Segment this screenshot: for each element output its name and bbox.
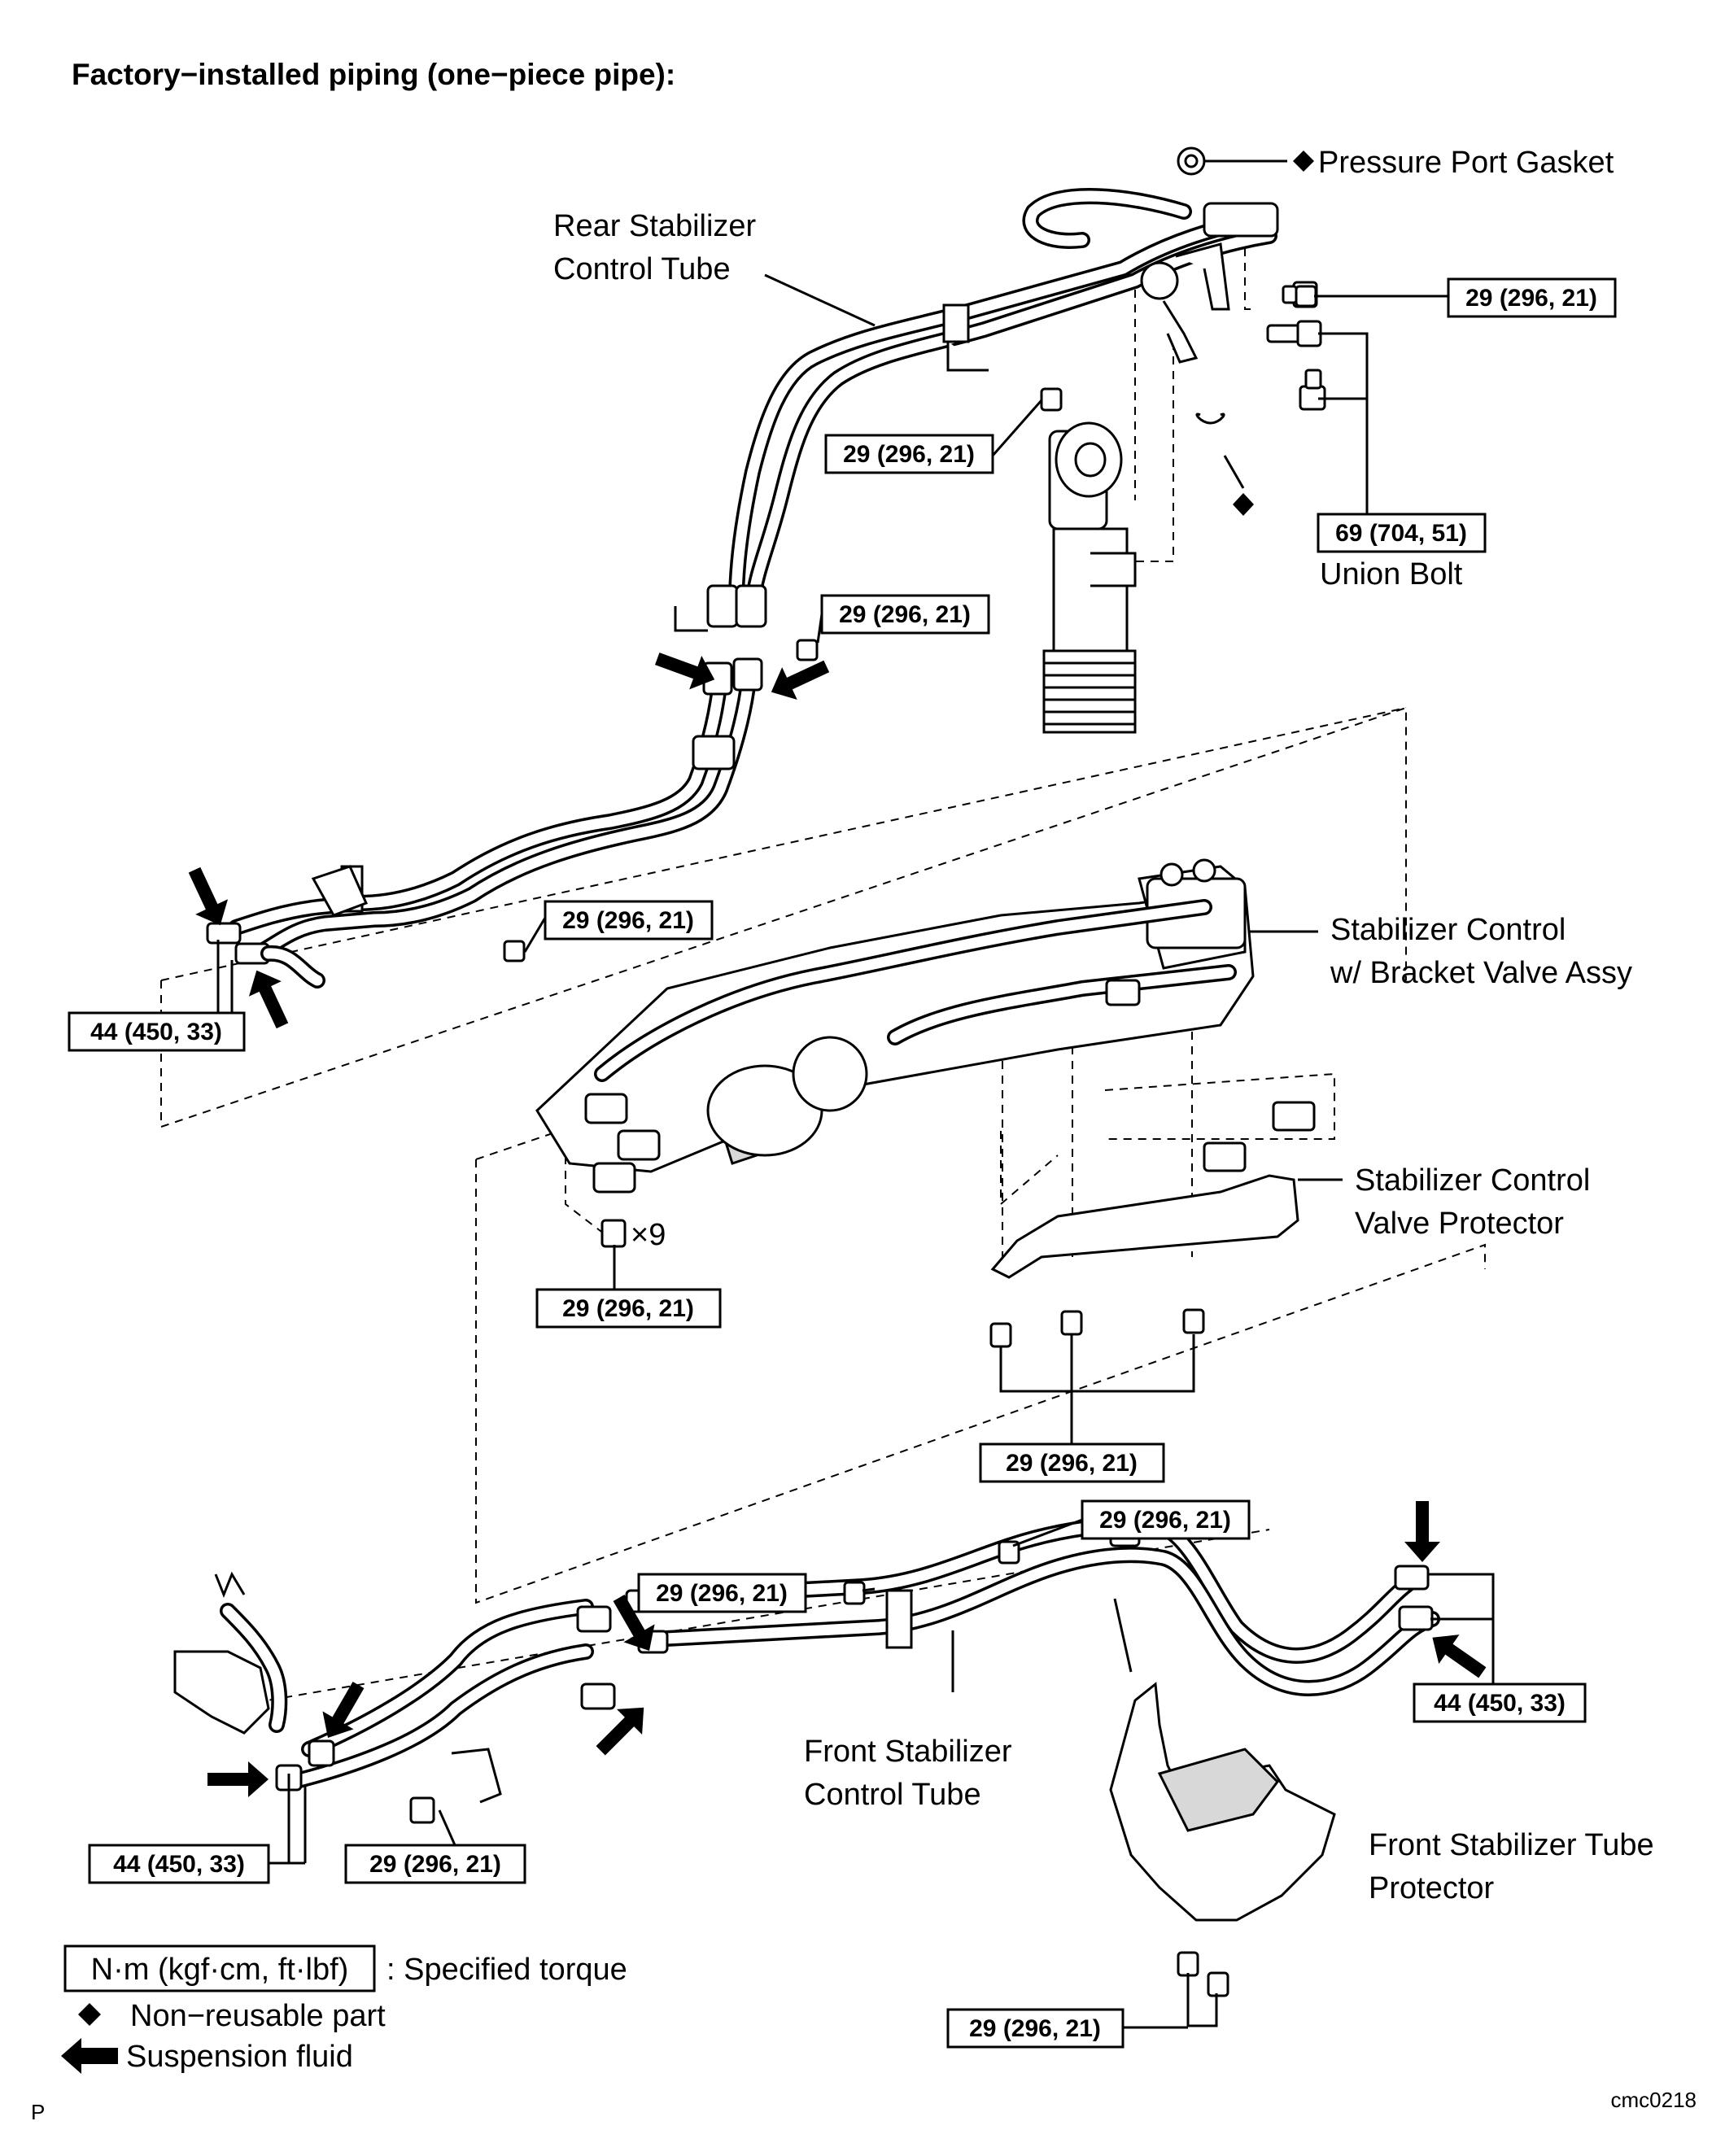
valve-protector-label-2: Valve Protector [1355,1207,1564,1241]
svg-text:29 (296, 21): 29 (296, 21) [562,1295,694,1322]
legend-specified-torque: : Specified torque [386,1953,627,1987]
pressure-port-gasket-label: Pressure Port Gasket [1318,146,1614,180]
torque-box: 29 (296, 21) [1447,277,1617,318]
front-protector-label-2: Protector [1369,1871,1495,1905]
torque-box: 29 (296, 21) [824,434,994,474]
fluid-arrow-icon [1404,1501,1440,1562]
times-nine-label: ×9 [631,1218,666,1252]
torque-box: 44 (450, 33) [88,1844,270,1884]
rear-stabilizer-control-tube [674,146,1279,632]
stabilizer-control-valve-assy [535,858,1316,1194]
torque-box: 29 (296, 21) [946,2008,1125,2049]
front-tube-label-1: Front Stabilizer [804,1735,1012,1769]
torque-box: 29 (296, 21) [544,900,714,941]
svg-text:44 (450, 33): 44 (450, 33) [1434,1690,1566,1717]
footer-left: P [31,2100,45,2124]
part-labels: Pressure Port Gasket Rear Stabilizer Con… [553,146,1654,1905]
fluid-arrow-icon [248,970,289,1029]
fluid-arrow-icon [61,2038,118,2074]
torque-box: 29 (296, 21) [344,1844,526,1884]
svg-text:29 (296, 21): 29 (296, 21) [843,441,975,468]
fluid-arrow-icon [771,660,830,700]
fluid-arrow-icon [207,1761,269,1797]
svg-text:29 (296, 21): 29 (296, 21) [1006,1450,1138,1477]
diamond-icon [1233,493,1254,516]
svg-text:29 (296, 21): 29 (296, 21) [839,601,971,628]
footer-figure-id: cmc0218 [1611,2088,1697,2112]
front-left-bracket [173,1571,288,1735]
front-tube-label-2: Control Tube [804,1778,981,1812]
rear-tube-lower-section [206,657,763,989]
torque-box: 44 (450, 33) [1413,1682,1587,1723]
fluid-arrow-icon [596,1707,644,1756]
legend-unit-box [63,1944,376,1992]
alignment-lines [160,248,1486,1710]
svg-text:29 (296, 21): 29 (296, 21) [369,1851,501,1878]
fluid-arrow-icon [188,866,229,926]
svg-text:29 (296, 21): 29 (296, 21) [1099,1507,1231,1534]
torque-box: 29 (296, 21) [637,1573,807,1613]
torque-box: 29 (296, 21) [820,594,990,635]
torque-boxes: 29 (296, 21) 29 (296, 21) 69 (704, 51) 2… [68,277,1617,2049]
front-stabilizer-control-tube [275,1512,1440,1804]
torque-box: 69 (704, 51) [1317,513,1487,553]
torque-box: 29 (296, 21) [535,1288,722,1329]
svg-text:29 (296, 21): 29 (296, 21) [1465,285,1597,312]
torque-box: 29 (296, 21) [1081,1499,1251,1540]
svg-text:44 (450, 33): 44 (450, 33) [90,1019,222,1045]
shock-absorber [1042,421,1137,734]
valve-assy-label-1: Stabilizer Control [1330,913,1566,947]
legend-non-reusable: Non−reusable part [130,1999,386,2033]
fluid-arrow-icon [322,1682,365,1738]
union-bolt-label: Union Bolt [1320,557,1463,591]
bolts [409,285,1317,1997]
svg-text:29 (296, 21): 29 (296, 21) [969,2015,1101,2042]
fluid-arrow-icon [654,652,715,690]
fluid-arrow-icon [1432,1634,1487,1678]
legend: N·m (kgf·cm, ft·lbf) : Specified torque … [61,1944,627,2074]
torque-box: 29 (296, 21) [979,1442,1165,1483]
non-reusable-markers [1233,151,1314,516]
diamond-icon [1293,151,1314,172]
legend-unit-text: N·m (kgf·cm, ft·lbf) [91,1953,349,1987]
svg-text:69 (704, 51): 69 (704, 51) [1335,520,1467,547]
torque-box: 44 (450, 33) [68,1011,246,1052]
svg-text:44 (450, 33): 44 (450, 33) [113,1851,245,1878]
page-title: Factory−installed piping (one−piece pipe… [72,58,675,91]
svg-text:29 (296, 21): 29 (296, 21) [562,907,694,934]
fluid-arrow-icon [613,1595,655,1651]
suspension-fluid-arrows [188,652,1487,1797]
stabilizer-control-valve-protector [990,1174,1299,1279]
legend-suspension-fluid: Suspension fluid [126,2040,353,2074]
diamond-icon [78,2003,101,2026]
rear-tube-label-2: Control Tube [553,252,731,286]
valve-assy-label-2: w/ Bracket Valve Assy [1330,956,1632,990]
front-stabilizer-tube-protector [1109,1682,1336,1922]
svg-text:29 (296, 21): 29 (296, 21) [656,1580,788,1607]
front-protector-label-1: Front Stabilizer Tube [1369,1828,1654,1862]
rear-tube-label-1: Rear Stabilizer [553,209,757,243]
valve-protector-label-1: Stabilizer Control [1355,1163,1590,1198]
